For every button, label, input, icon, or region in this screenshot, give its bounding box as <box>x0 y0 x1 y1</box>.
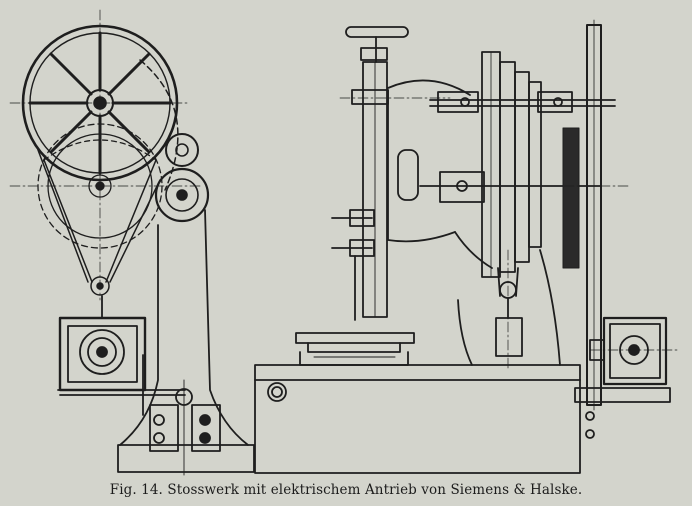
connecting-rod <box>495 267 523 357</box>
right-flywheel-edge <box>586 19 602 411</box>
center-lines <box>9 9 681 371</box>
stepped-pulley <box>481 51 542 278</box>
figure-caption-text: Stosswerk mit elektrischem Antrieb von S… <box>167 482 583 498</box>
main-frame <box>387 79 561 366</box>
figure-caption: Fig. 14. Stosswerk mit elektrischem Antr… <box>0 482 692 498</box>
gear-wheel-toothed <box>562 127 580 269</box>
technical-drawing-shaping-machine <box>9 9 681 476</box>
column-left <box>117 209 255 476</box>
figure-label: Fig. 14. <box>109 482 163 498</box>
electric-motor-right <box>574 316 671 439</box>
electric-motor-left <box>57 295 186 396</box>
shaft-bearings <box>419 91 616 203</box>
small-pulleys <box>154 133 210 223</box>
machine-bed <box>254 332 581 474</box>
ram-slide <box>331 26 409 321</box>
